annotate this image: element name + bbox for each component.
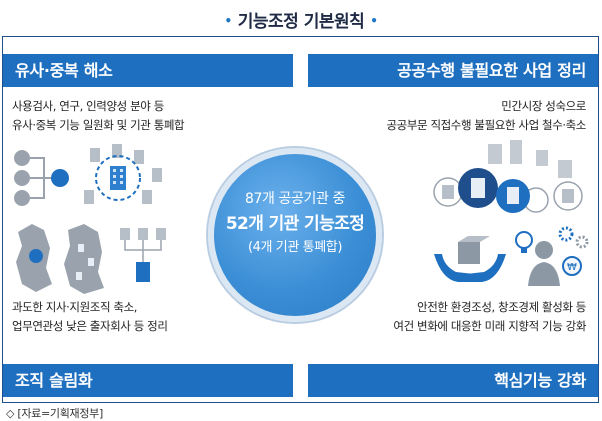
center-line-adjusted: 52개 기관 기능조정 (225, 214, 365, 234)
page-title: • 기능조정 기본원칙 • (219, 7, 384, 32)
text-bottom-right-line1: 안전한 환경조성, 창조경제 활성화 등 (417, 300, 586, 314)
merge-diagram-icon (14, 144, 162, 206)
text-top-left-line1: 사용검사, 연구, 인력양성 분야 등 (12, 99, 164, 113)
heading-duplication: 유사·중복 해소 (15, 61, 113, 80)
center-line-total: 87개 공공기관 중 (245, 191, 345, 207)
heading-bar-top-right: 공공수행 불필요한 사업 정리 (308, 54, 598, 87)
buildings-cluster-icon (433, 140, 583, 213)
heading-unnecessary-projects: 공공수행 불필요한 사업 정리 (397, 61, 586, 80)
center-line-merged: (4개 기관 통폐합) (247, 240, 343, 255)
source-caption: ◇ [자료=기획재정부] (6, 407, 103, 420)
text-bottom-right: 안전한 환경조성, 창조경제 활성화 등 여건 변화에 대응한 미래 지향적 기… (296, 298, 586, 336)
text-bottom-right-line2: 여건 변화에 대응한 미래 지향적 기능 강화 (393, 319, 586, 333)
title-bullet-left: • (224, 14, 233, 28)
heading-bar-bottom-left: 조직 슬림화 (3, 364, 293, 397)
heading-core-functions: 핵심기능 강화 (494, 371, 586, 390)
text-top-right-line2: 공공부문 직접수행 불필요한 사업 철수·축소 (386, 118, 586, 132)
heading-slimming: 조직 슬림화 (15, 371, 93, 390)
principles-frame (2, 36, 599, 403)
text-top-left-line2: 유사·중복 기능 일원화 및 기관 통폐합 (12, 118, 185, 132)
title-text: 기능조정 기본원칙 (237, 12, 365, 32)
core-functions-icon: ₩ (434, 226, 589, 286)
korea-map-org-icon (16, 224, 166, 294)
title-bullet-right: • (370, 14, 378, 28)
heading-bar-top-left: 유사·중복 해소 (3, 54, 293, 87)
text-bottom-left-line2: 업무연관성 낮은 출자회사 등 정리 (12, 319, 168, 333)
text-top-right-line1: 민간시장 성숙으로 (501, 99, 586, 113)
title-wrap: • 기능조정 기본원칙 • (0, 0, 602, 36)
text-bottom-left: 과도한 지사·지원조직 축소, 업무연관성 낮은 출자회사 등 정리 (12, 298, 292, 336)
coin-symbol: ₩ (567, 262, 577, 273)
text-top-left: 사용검사, 연구, 인력양성 분야 등 유사·중복 기능 일원화 및 기관 통폐… (12, 97, 292, 135)
text-top-right: 민간시장 성숙으로 공공부문 직접수행 불필요한 사업 철수·축소 (300, 97, 586, 135)
heading-bar-bottom-right: 핵심기능 강화 (308, 364, 598, 397)
center-summary-circle: 87개 공공기관 중 52개 기관 기능조정 (4개 기관 통폐합) (208, 148, 382, 322)
text-bottom-left-line1: 과도한 지사·지원조직 축소, (12, 300, 138, 314)
